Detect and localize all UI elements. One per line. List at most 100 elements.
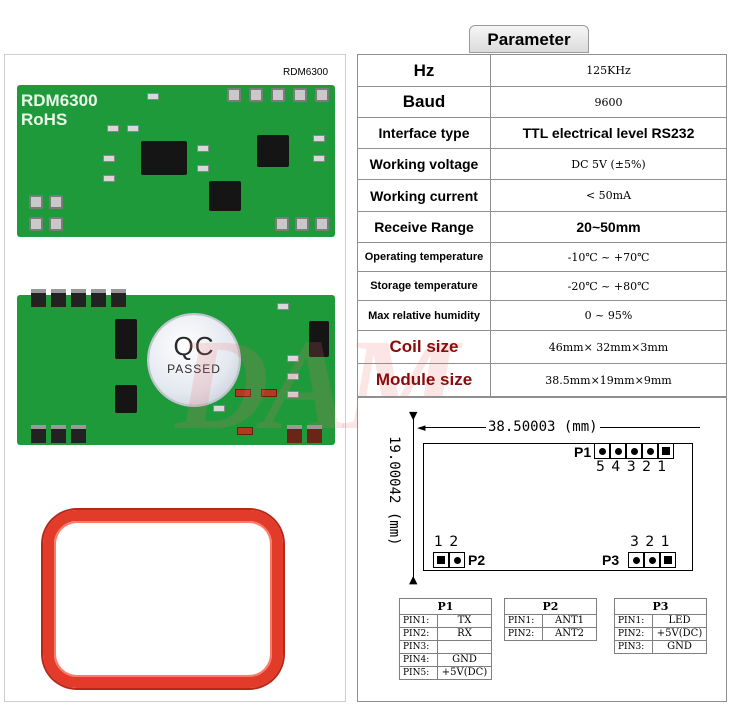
- pcb-pad: [293, 88, 307, 102]
- pin-table-row: PIN1:TX: [399, 614, 492, 628]
- pcb-pad: [295, 217, 309, 231]
- smd-component: [197, 165, 209, 172]
- pcb-pad: [315, 88, 329, 102]
- param-key: Working current: [357, 179, 491, 212]
- param-key: Baud: [357, 86, 491, 118]
- pin-pad: [642, 443, 658, 459]
- pin-number: PIN1:: [504, 614, 543, 628]
- parameter-table: Hz 125KHz Baud 9600 Interface type TTL e…: [357, 54, 727, 397]
- pin-function: LED: [652, 614, 707, 628]
- pin-table-title: P2: [504, 598, 597, 615]
- pin-pad: [433, 552, 449, 568]
- pin-pad: [610, 443, 626, 459]
- param-value: 46mm× 32mm×3mm: [490, 330, 727, 364]
- param-key: Hz: [357, 54, 491, 87]
- pin-pad: [594, 443, 610, 459]
- pin-pad: [628, 552, 644, 568]
- pin-table-title: P1: [399, 598, 492, 615]
- arrow-down-icon: ▼: [409, 409, 418, 422]
- pin-table-row: PIN2:+5V(DC): [614, 627, 707, 641]
- qc-sticker-text: QC: [173, 331, 215, 361]
- pin-function: GND: [437, 653, 492, 667]
- height-dimension-line: [413, 418, 414, 578]
- soic-chip: [141, 141, 187, 175]
- pin-pad: [658, 443, 674, 459]
- pin-function: ANT2: [542, 627, 597, 641]
- pin-function: TX: [437, 614, 492, 628]
- qc-passed-sticker: QC PASSED: [149, 315, 239, 405]
- smd-component: [103, 155, 115, 162]
- transistor: [309, 321, 329, 357]
- pin-function: [437, 640, 492, 654]
- led-component: [147, 93, 159, 100]
- parameter-tab-header: Parameter: [469, 25, 589, 53]
- smd-component: [213, 405, 225, 412]
- pin-header: [111, 289, 126, 307]
- smd-component: [237, 427, 253, 435]
- pin-function: RX: [437, 627, 492, 641]
- module-board-top-photo: RDM6300 RoHS: [17, 85, 335, 237]
- parameter-row: Storage temperature -20℃ ~ +80℃: [357, 271, 727, 301]
- p2-connector-label: P2: [468, 552, 486, 568]
- pcb-pad: [227, 88, 241, 102]
- parameter-row: Baud 9600: [357, 86, 727, 118]
- param-key: Operating temperature: [357, 242, 491, 272]
- pin-table-row: PIN1:ANT1: [504, 614, 597, 628]
- param-value: -20℃ ~ +80℃: [490, 271, 727, 301]
- parameter-row: Max relative humidity 0 ~ 95%: [357, 300, 727, 331]
- pin-table-title: P3: [614, 598, 707, 615]
- param-key: Max relative humidity: [357, 300, 491, 331]
- pin-header: [31, 289, 46, 307]
- smd-component: [127, 125, 139, 132]
- param-value: -10℃ ~ +70℃: [490, 242, 727, 272]
- pin-header: [51, 425, 66, 443]
- pin-number: PIN3:: [614, 640, 653, 654]
- pin-number: PIN3:: [399, 640, 438, 654]
- pcb-pad: [49, 217, 63, 231]
- smd-component: [103, 175, 115, 182]
- pin-header: [307, 425, 322, 443]
- smd-component: [261, 389, 277, 397]
- pcb-pad: [275, 217, 289, 231]
- width-dimension-label: 38.50003 (mm): [486, 419, 600, 435]
- parameter-row: Module size 38.5mm×19mm×9mm: [357, 363, 727, 397]
- pin-function: +5V(DC): [437, 666, 492, 680]
- param-value: DC 5V (±5%): [490, 148, 727, 180]
- arrow-left-icon: ◄: [417, 421, 426, 434]
- arrow-up-icon: ▲: [409, 573, 418, 586]
- pin-header: [31, 425, 46, 443]
- pin-header: [71, 289, 86, 307]
- pcb-pad: [249, 88, 263, 102]
- p1-pin-table: P1 PIN1:TX PIN2:RX PIN3: PIN4:GND PIN5:+…: [399, 598, 492, 680]
- p3-pin-table: P3 PIN1:LED PIN2:+5V(DC) PIN3:GND: [614, 598, 707, 654]
- pcb-pad: [49, 195, 63, 209]
- pin-function: ANT1: [542, 614, 597, 628]
- smd-component: [287, 391, 299, 398]
- pin-table-row: PIN3:: [399, 640, 492, 654]
- param-value: TTL electrical level RS232: [490, 117, 727, 149]
- antenna-coil-photo: [43, 510, 283, 688]
- pin-pad: [644, 552, 660, 568]
- p1-connector-label: P1: [574, 444, 592, 460]
- pin-number: PIN2:: [614, 627, 653, 641]
- param-value: 9600: [490, 86, 727, 118]
- param-key: Receive Range: [357, 211, 491, 243]
- smd-component: [197, 145, 209, 152]
- p2-pin-row: [433, 552, 465, 568]
- pcb-pad: [29, 195, 43, 209]
- smd-component: [287, 373, 299, 380]
- pin-table-row: PIN4:GND: [399, 653, 492, 667]
- board-silkscreen-model: RDM6300: [21, 91, 98, 110]
- parameter-row: Receive Range 20~50mm: [357, 211, 727, 243]
- model-label: RDM6300: [283, 67, 329, 78]
- smd-component: [313, 135, 325, 142]
- pin-table-row: PIN5:+5V(DC): [399, 666, 492, 680]
- p3-connector-label: P3: [602, 552, 620, 568]
- pin-number: PIN2:: [399, 627, 438, 641]
- regulator-chip: [209, 181, 241, 211]
- param-value: 20~50mm: [490, 211, 727, 243]
- pcb-pad: [271, 88, 285, 102]
- smd-component: [287, 355, 299, 362]
- smd-component: [107, 125, 119, 132]
- ic-chip: [115, 319, 137, 359]
